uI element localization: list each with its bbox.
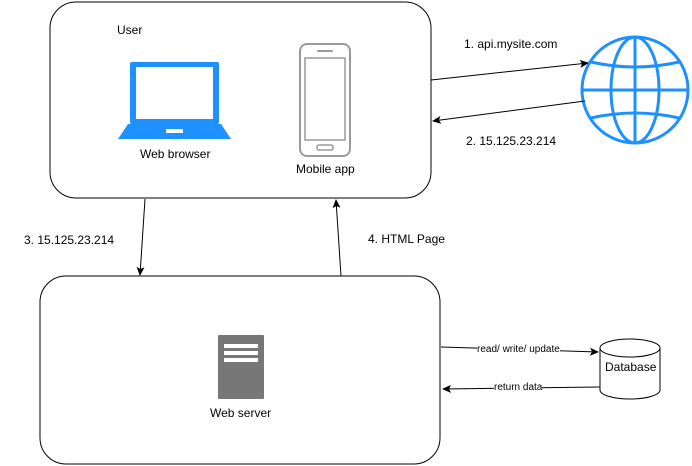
laptop-label: Web browser [140, 147, 211, 161]
edge-db-return-label: return data [494, 382, 543, 394]
edge-dns-response-label: 2. 15.125.23.214 [466, 134, 557, 148]
edge-request [136, 198, 146, 276]
smartphone-icon [299, 43, 351, 157]
edge-request-label: 3. 15.125.23.214 [24, 233, 115, 247]
database-label: Database [605, 360, 657, 374]
edge-response [332, 199, 342, 277]
edge-dns-response [432, 100, 586, 124]
edge-dns-request-label: 1. api.mysite.com [464, 37, 558, 51]
server-icon [218, 335, 264, 399]
database-cylinder [599, 338, 661, 400]
edge-response-label: 4. HTML Page [368, 232, 445, 246]
globe-icon [580, 35, 690, 145]
user-box-title: User [117, 23, 143, 37]
user-box [49, 1, 432, 199]
edge-db-write-label: read/ write/ update [477, 344, 560, 356]
server-label: Web server [210, 406, 272, 420]
phone-label: Mobile app [296, 162, 355, 176]
laptop-icon [118, 62, 231, 139]
edge-dns-request [430, 59, 589, 81]
